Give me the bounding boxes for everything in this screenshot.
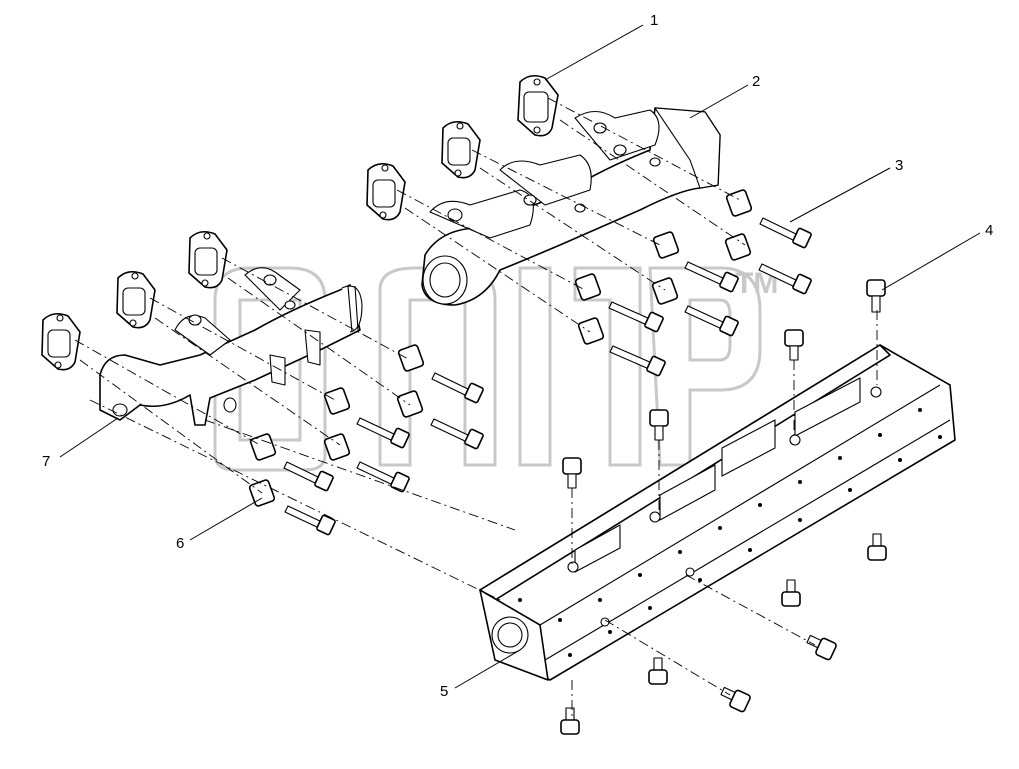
manifold-bolt [609, 345, 666, 377]
exhaust-manifold-gasket [441, 120, 481, 179]
assembly-lines [74, 97, 878, 718]
manifold-bolt [684, 261, 739, 293]
heat-shield-bolt [562, 457, 582, 489]
spacer-sleeve [249, 433, 277, 461]
spacer-sleeve [725, 189, 753, 217]
heat-shield-bolt [784, 329, 804, 361]
spacer-sleeve [724, 233, 752, 261]
manifold-bolt [356, 461, 410, 493]
spacer-sleeve [323, 433, 351, 461]
callout-4: 4 [985, 222, 993, 239]
heat-shield-bolt [720, 686, 751, 713]
exhaust-manifold-gasket [116, 270, 156, 329]
heat-shield-bolt-group [560, 279, 887, 735]
spacer-sleeve [574, 273, 602, 301]
spacer-sleeve [651, 277, 679, 305]
heat-shield-bolt [781, 579, 801, 607]
spacer-sleeve [396, 390, 424, 418]
leader-lines [59, 24, 981, 689]
exhaust-manifold-gasket [517, 74, 559, 137]
spacer-sleeve [577, 317, 605, 345]
manifold-bolt [608, 301, 664, 333]
gasket-group [41, 74, 559, 371]
manifold-bolt-group [283, 217, 812, 536]
exhaust-manifold-gasket [41, 312, 81, 371]
heat-shield-bolt [866, 279, 886, 313]
manifold-bolt [758, 263, 812, 295]
callout-7: 7 [42, 453, 50, 470]
callout-6: 6 [176, 535, 184, 552]
spacer-sleeve [652, 231, 680, 259]
callout-3: 3 [895, 157, 903, 174]
manifold-bolt [283, 461, 334, 492]
heat-shield-bolt [648, 657, 668, 685]
callout-1: 1 [650, 12, 658, 29]
exhaust-manifold-front [99, 267, 363, 426]
heat-shield-bolt [806, 634, 837, 661]
manifold-bolt [684, 305, 739, 337]
spacer-sleeve [397, 344, 425, 372]
exhaust-manifold-rear [421, 107, 721, 306]
manifold-bolt [356, 417, 410, 449]
heat-shield-bolt [867, 533, 887, 561]
manifold-bolt [284, 505, 336, 536]
spacer-sleeve [323, 387, 351, 415]
manifold-bolt [759, 217, 812, 249]
heat-shield [479, 344, 956, 681]
watermark-logo: TM [213, 266, 778, 472]
exhaust-manifold-gasket [188, 230, 228, 289]
heat-shield-bolt [560, 707, 580, 735]
exhaust-manifold-gasket [366, 162, 406, 221]
callout-labels: 1 2 3 4 5 6 7 [42, 12, 993, 700]
heat-shield-bolt [649, 409, 669, 441]
callout-2: 2 [752, 73, 760, 90]
manifold-bolt [431, 372, 484, 404]
callout-5: 5 [440, 683, 448, 700]
manifold-bolt [430, 418, 484, 450]
